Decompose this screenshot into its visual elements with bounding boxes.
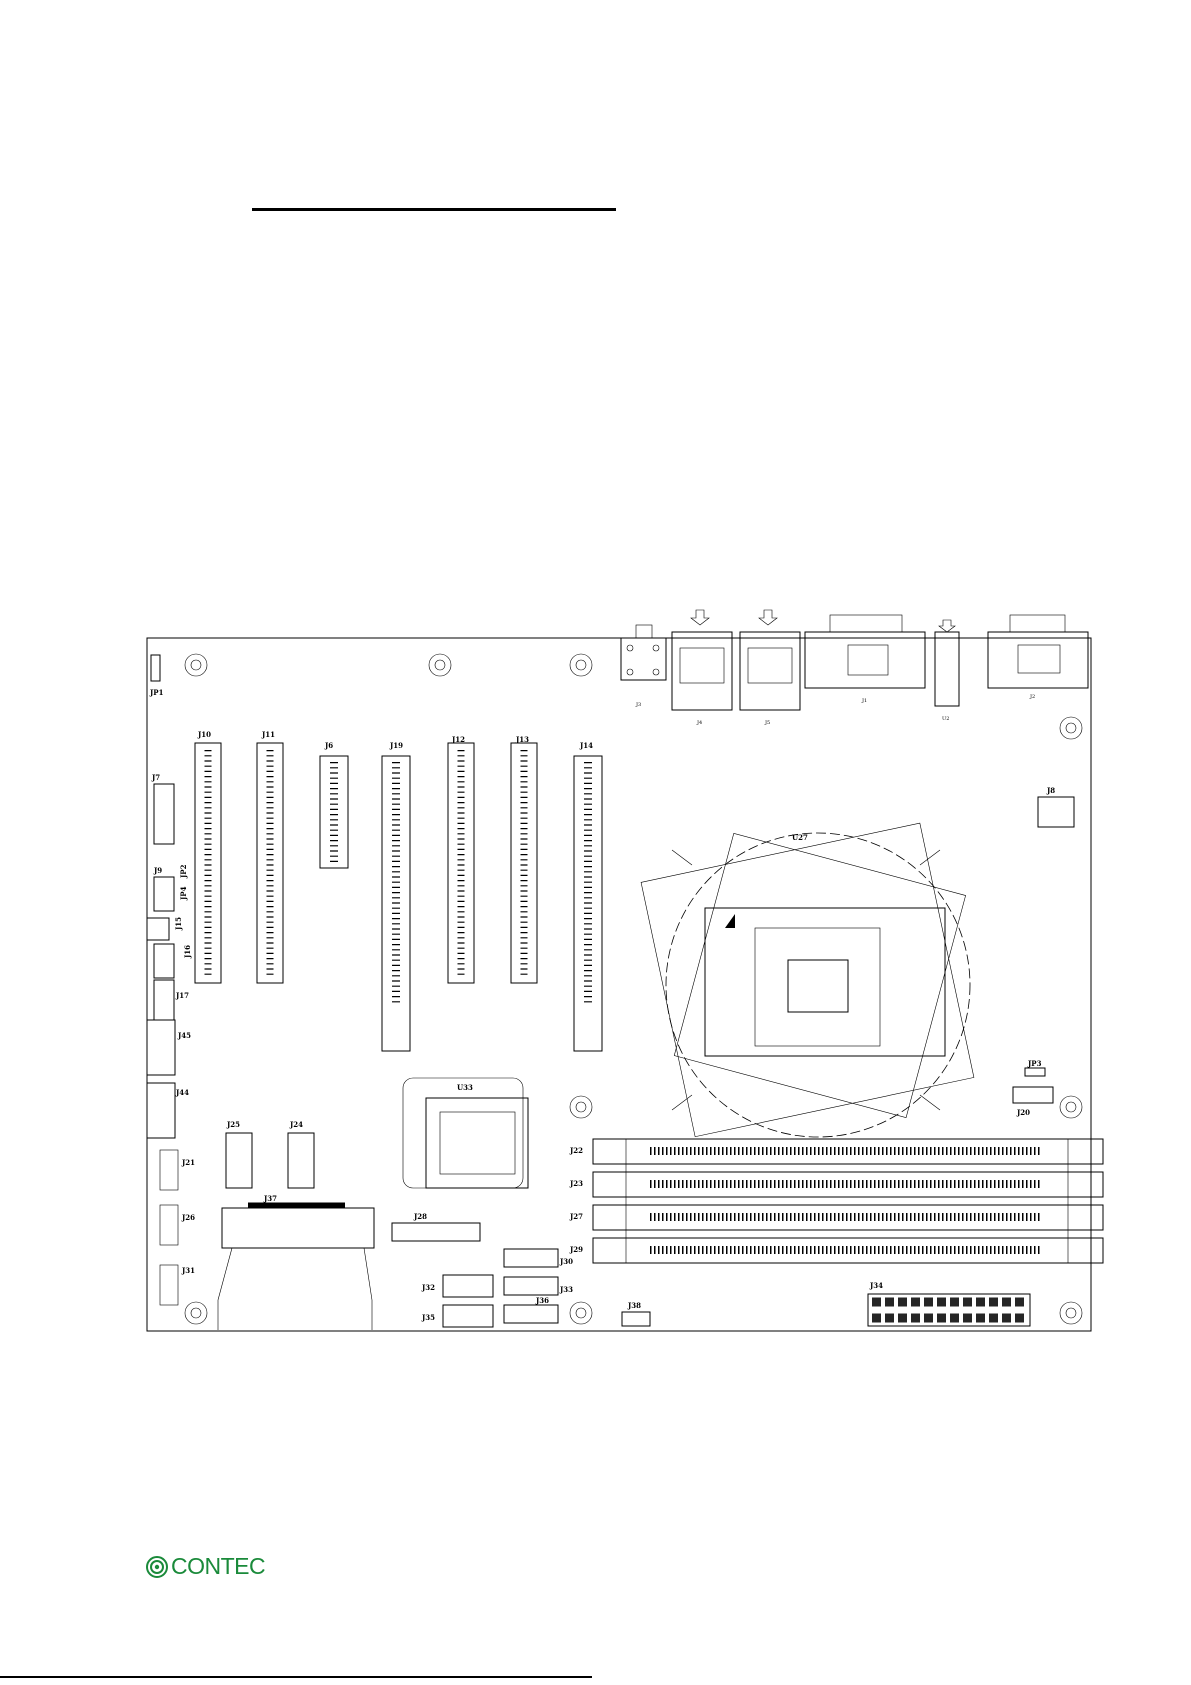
label-jp4: JP4 [179,886,188,901]
label-j7: J7 [151,773,160,782]
sata-j30 [504,1249,558,1267]
label-j24: J24 [289,1120,303,1129]
label-j17: J17 [175,991,189,1000]
label-j26: J26 [181,1213,195,1222]
label-jp2: JP2 [179,864,188,879]
header-j28 [392,1223,480,1241]
label-j31: J31 [181,1266,195,1275]
label-j10: J10 [197,730,211,739]
brand-name: CONTEC [171,1553,265,1580]
com-j35 [443,1305,493,1327]
label-j45: J45 [177,1031,191,1040]
cf-card-slot-j37 [218,1205,374,1330]
label-j34: J34 [869,1281,883,1290]
label-j23: J23 [569,1179,583,1188]
label-u33: U33 [457,1083,473,1092]
label-j8: J8 [1046,786,1055,795]
header-j38 [622,1312,650,1326]
label-j12: J12 [451,735,465,744]
label-j32: J32 [421,1283,435,1292]
mounting-holes [185,654,1082,1324]
label-j38: J38 [627,1301,641,1310]
label-j21: J21 [181,1158,195,1167]
usb-header-j24 [288,1133,314,1188]
usb-header-j25 [226,1133,252,1188]
label-j15: J15 [174,917,183,931]
label-j14: J14 [579,741,593,750]
label-j2: J2 [1029,694,1035,700]
label-j30: J30 [559,1257,573,1266]
atx-power-j34 [868,1294,1030,1326]
contec-logo-icon [146,1556,168,1578]
label-j20: J20 [1016,1108,1030,1117]
jumper-jp3 [1025,1068,1045,1076]
label-j1: J1 [861,698,867,704]
dimm-slots [593,1139,1103,1263]
label-jp1: JP1 [149,688,164,697]
rear-io-panel [621,610,1088,710]
label-j4: J4 [696,720,702,726]
label-j29: J29 [569,1245,583,1254]
label-j9: J9 [153,866,162,875]
label-j44: J44 [175,1088,189,1097]
label-j22: J22 [569,1146,583,1155]
sata-j36 [504,1305,558,1323]
board-outline [147,638,1091,1331]
cpu-socket-u27 [641,823,974,1137]
label-u27: U27 [792,833,808,842]
header-j20 [1013,1087,1053,1103]
label-j11: J11 [261,730,275,739]
label-j37: J37 [263,1194,277,1203]
footer-rule [0,1676,592,1678]
label-j25: J25 [226,1120,240,1129]
com-j32 [443,1275,493,1297]
label-u2: U2 [942,716,949,722]
label-j33: J33 [559,1285,573,1294]
brand-logo: CONTEC [146,1553,265,1580]
label-j28: J28 [413,1212,427,1221]
label-j27: J27 [569,1212,583,1221]
label-j5: J5 [764,720,770,726]
label-j16: J16 [183,945,192,959]
label-j6: J6 [324,741,333,750]
label-j13: J13 [515,735,529,744]
left-headers [147,655,178,1305]
chipset-u33 [403,1078,528,1188]
label-j36: J36 [535,1296,549,1305]
sata-j33 [504,1277,558,1295]
atx12v-connector [1038,797,1074,827]
label-j19: J19 [389,741,403,750]
label-j35: J35 [421,1313,435,1322]
label-j3: J3 [635,702,641,708]
expansion-slots [195,743,602,1051]
label-jp3: JP3 [1027,1059,1042,1068]
